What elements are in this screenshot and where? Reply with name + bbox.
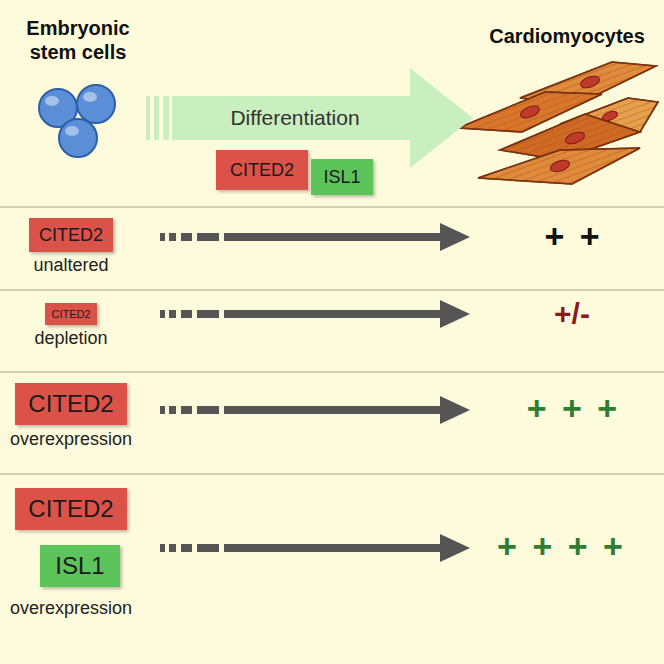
cardiomyocyte	[478, 148, 640, 184]
differentiation-dashes	[146, 96, 169, 140]
row-divider	[0, 206, 664, 208]
row-arrow	[160, 396, 470, 424]
row-divider	[0, 289, 664, 291]
efficiency-score: + + +	[527, 388, 617, 429]
row-divider	[0, 371, 664, 373]
cardiomyocyte-striations	[478, 148, 640, 184]
row-arrow	[160, 534, 470, 562]
nucleus	[549, 158, 571, 174]
condition-label: depletion	[34, 328, 107, 350]
gene-name: CITED2	[28, 390, 113, 418]
gene-name: ISL1	[323, 167, 360, 188]
stage-label: Differentiation	[180, 96, 410, 140]
condition-label: unaltered	[33, 255, 108, 277]
nucleus	[564, 130, 586, 146]
stem-cell	[59, 119, 97, 157]
isl1-box: ISL1	[40, 545, 120, 587]
efficiency-score: +/-	[554, 296, 590, 332]
isl1-box: ISL1	[311, 159, 373, 195]
nucleus	[579, 74, 601, 90]
efficiency-score: + + + +	[497, 526, 623, 567]
cell-highlight	[83, 92, 97, 102]
arrow-dash	[146, 96, 150, 140]
cited2-box: CITED2	[29, 218, 113, 252]
stem-cells	[39, 85, 115, 157]
nucleus	[519, 104, 541, 121]
stage-title: Cardiomyocytes	[489, 24, 645, 48]
row-arrow	[160, 300, 470, 328]
condition-label: overexpression	[10, 598, 132, 620]
cited2-box: CITED2	[45, 303, 97, 325]
gene-name: CITED2	[230, 160, 294, 181]
gene-name: CITED2	[39, 225, 103, 246]
cell-highlight	[45, 96, 59, 106]
row-divider	[0, 473, 664, 475]
nucleus	[601, 110, 619, 123]
nuclei	[519, 74, 619, 174]
arrow-dash	[163, 96, 169, 140]
condition-label: overexpression	[10, 429, 132, 451]
efficiency-score: + +	[544, 216, 599, 257]
cited2-box: CITED2	[15, 488, 127, 530]
cited2-box: CITED2	[15, 383, 127, 425]
cited2-box: CITED2	[216, 150, 308, 190]
stage-title: Embryonic stem cells	[13, 16, 143, 64]
stem-cell	[77, 85, 115, 123]
gene-name: ISL1	[55, 552, 104, 580]
cell-highlight	[65, 126, 79, 136]
arrow-dash	[154, 96, 159, 140]
gene-name: CITED2	[28, 495, 113, 523]
gene-name: CITED2	[51, 308, 90, 320]
row-arrow	[160, 223, 470, 251]
cardiomyocytes	[458, 62, 658, 184]
differentiation-arrow: Differentiation	[160, 66, 475, 170]
